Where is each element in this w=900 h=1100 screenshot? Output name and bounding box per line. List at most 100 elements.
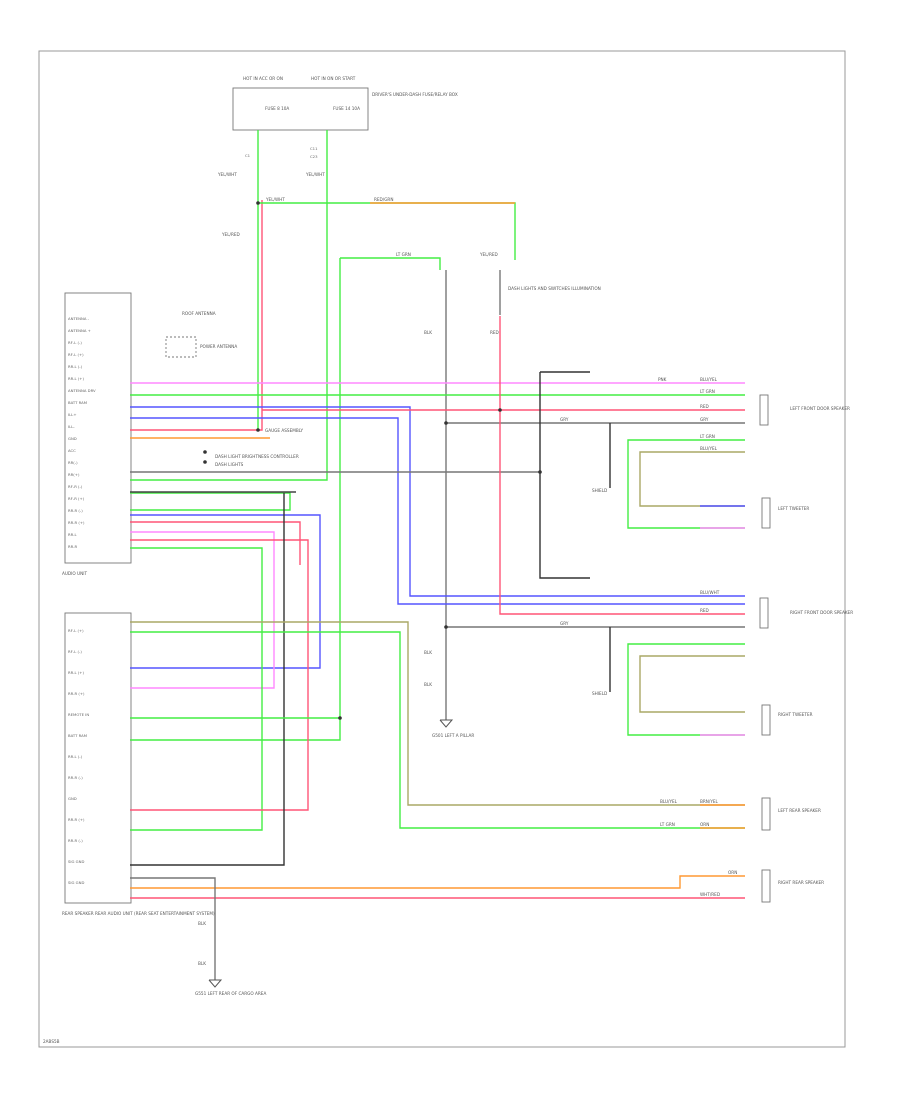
audio-unit-pin-label: RF-R (-) — [68, 484, 83, 489]
tweeter-rf: RIGHT TWEETER — [761, 704, 813, 736]
wire-acc — [130, 130, 328, 481]
speaker-rf-body — [759, 597, 769, 629]
lf-tweeter-label: LEFT TWEETER — [778, 506, 809, 511]
roof-antenna-label: ROOF ANTENNA — [182, 311, 216, 316]
fuse-box-desc: DRIVER'S UNDER-DASH FUSE/RELAY BOX — [372, 92, 458, 97]
lf-speaker-label: LEFT FRONT DOOR SPEAKER — [790, 406, 850, 411]
audio-unit-pin-label: ILL+ — [68, 412, 77, 417]
splice-points — [203, 201, 542, 720]
wire-rr-bundle-2 — [130, 521, 301, 565]
wire-label: BLK — [198, 961, 206, 966]
tweeter-lf: LEFT TWEETER — [761, 497, 809, 529]
audio-unit-pin-label: RR-R (-) — [68, 508, 83, 513]
wire-lr-spk-a — [130, 621, 745, 806]
rear-unit-pin-label: RF-L (+) — [68, 628, 84, 633]
rear-unit-pin-label: GND — [68, 796, 77, 801]
speaker-rf: RIGHT FRONT DOOR SPEAKER — [759, 597, 853, 629]
wire-rf-tweeter-a — [627, 643, 745, 736]
lr-speaker-label: LEFT REAR SPEAKER — [778, 808, 821, 813]
wire-label: RED — [700, 404, 709, 409]
diagram-frame — [38, 50, 846, 1048]
fuse-wire-2: YEL/WHT — [305, 172, 325, 177]
wire-label: LT GRN — [700, 389, 715, 394]
wire-rr-l-neg-rear — [130, 514, 321, 669]
fuse-top-label-2: HOT IN ON OR START — [311, 76, 356, 81]
splice-dot — [444, 421, 448, 425]
ground-symbol — [439, 719, 454, 728]
ground-g501: G501 LEFT A PILLAR — [432, 719, 474, 738]
wire-rr-l-neg — [130, 406, 745, 597]
rf-tweeter-label: RIGHT TWEETER — [778, 712, 813, 717]
dash-node-label: DASH LIGHTS AND SWITCHES ILLUMINATION — [508, 286, 601, 291]
splice-dot — [338, 716, 342, 720]
rear-unit-pin-label: RR-R (-) — [68, 775, 83, 780]
wire-batt-ram — [130, 200, 263, 431]
fuse-pin-c23: C23 — [310, 154, 318, 159]
wire-label: BLK — [198, 921, 206, 926]
wire-label: ORN — [728, 870, 737, 875]
splice-dot — [256, 201, 260, 205]
wire-label: RED/GRN — [374, 197, 393, 202]
page-ref: 2ABS5B — [43, 1039, 60, 1044]
tweeter-rf-body — [761, 704, 771, 736]
splice-dot — [498, 408, 502, 412]
fuse2-label: FUSE 14 10A — [333, 106, 360, 111]
ground-symbol — [208, 979, 223, 988]
wire-label: BLK — [424, 650, 432, 655]
audio-unit-pin-label: RR-R (+) — [68, 520, 85, 525]
wire-label: BLU/YEL — [700, 446, 718, 451]
audio-unit-pin-label: RR(+) — [68, 472, 80, 477]
ground-g551: G551 LEFT REAR OF CARGO AREA — [195, 979, 266, 996]
wire-sig-gnd — [130, 877, 216, 980]
audio-unit-pin-label: RR-L — [68, 532, 77, 537]
wire-rf-tweeter-b — [639, 655, 745, 713]
speaker-lr: LEFT REAR SPEAKER — [761, 797, 821, 831]
rear-unit-pin-label: RR-L (-) — [68, 754, 83, 759]
audio-unit: AUDIO UNIT ANTENNA -ANTENNA +RF-L (-)RF-… — [62, 292, 303, 576]
audio-unit-pin-label: RR-L (-) — [68, 364, 83, 369]
audio-unit-pin-label: RF-R (+) — [68, 496, 85, 501]
audio-unit-pin-label: RF-L (+) — [68, 352, 84, 357]
fuse-pin-c11: C11 — [310, 146, 318, 151]
wire-lr-spk-b — [130, 631, 745, 829]
illum-label: DASH LIGHT BRIGHTNESS CONTROLLER — [215, 454, 299, 459]
wire-lf-tweeter-b — [639, 451, 745, 507]
wire-label: GRY — [560, 417, 569, 422]
illum2-label: DASH LIGHTS — [215, 462, 244, 467]
audio-unit-pin-label: BATT RAM — [68, 400, 87, 405]
audio-unit-pin-label: ANTENNA DRV — [68, 388, 96, 393]
audio-unit-pin-label: ANTENNA + — [68, 328, 91, 333]
splice-dot — [538, 470, 542, 474]
rear-unit-pin-label: REMOTE IN — [68, 712, 89, 717]
wire-rr-bundle-1 — [130, 492, 291, 511]
wire-label: RED — [700, 608, 709, 613]
speaker-rr-body — [761, 869, 771, 903]
rear-unit-title: REAR SPEAKER REAR AUDIO UNIT (REAR SEAT … — [62, 911, 215, 916]
audio-unit-pin-label: GND — [68, 436, 77, 441]
rear-unit-pin-label: RR-R (-) — [68, 838, 83, 843]
splice-dot — [444, 625, 448, 629]
wire-label: BRN/YEL — [700, 799, 719, 804]
rear-unit-pin-label: SIG GND — [68, 880, 84, 885]
audio-unit-pin-label: RR(-) — [68, 460, 78, 465]
wire-harness — [130, 130, 745, 980]
wire-label: LT GRN — [396, 252, 411, 257]
rear-unit-pins: RF-L (+)RF-L (-)RR-L (+)RR-R (+)REMOTE I… — [68, 628, 89, 885]
rear-unit-pin-label: RR-L (+) — [68, 670, 84, 675]
rear-unit-pin-label: RR-R (+) — [68, 817, 85, 822]
rear-unit-pin-label: BATT RAM — [68, 733, 87, 738]
wire-label: WHT/RED — [700, 892, 720, 897]
audio-unit-title: AUDIO UNIT — [62, 571, 87, 576]
wire-rr-r-rear2 — [130, 547, 263, 831]
wire-labels: RED/GRN YEL/WHT YEL/RED LT GRN YEL/RED B… — [198, 197, 737, 966]
wire-rr-l-pos — [130, 417, 745, 605]
wire-label: GRY — [700, 417, 709, 422]
ground2-label: G551 LEFT REAR OF CARGO AREA — [195, 991, 266, 996]
wire-shield-rear — [130, 493, 285, 866]
rear-unit-pin-label: SIG GND — [68, 859, 84, 864]
wire-red-rf — [499, 316, 745, 615]
audio-unit-pin-label: ACC — [68, 448, 76, 453]
wire-label: YEL/RED — [479, 252, 498, 257]
fuse1-label: FUSE 8 10A — [265, 106, 289, 111]
